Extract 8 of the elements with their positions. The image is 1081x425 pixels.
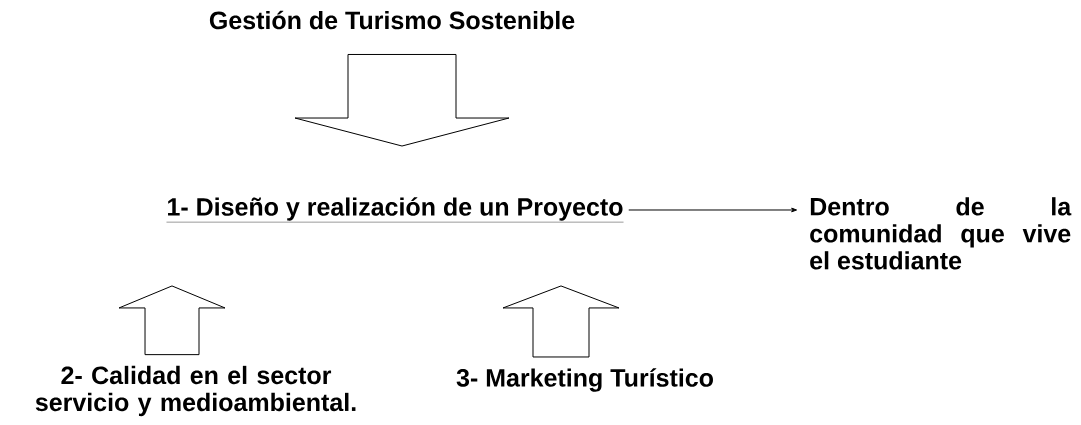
item-label: 3- Marketing Turístico bbox=[456, 368, 713, 392]
note-text: Dentro de la comunidad que vive el estudiante bbox=[810, 197, 1072, 270]
block-arrow bbox=[118, 285, 226, 356]
arrow bbox=[628, 207, 798, 213]
block-arrow bbox=[502, 285, 620, 358]
item-label: 2- Calidad en el sector servicio y medioambiental. bbox=[35, 365, 356, 417]
heading: Gestión de Turismo Sostenible bbox=[209, 10, 575, 30]
item-label: 1- Diseño y realización de un Proyecto bbox=[166, 197, 624, 223]
